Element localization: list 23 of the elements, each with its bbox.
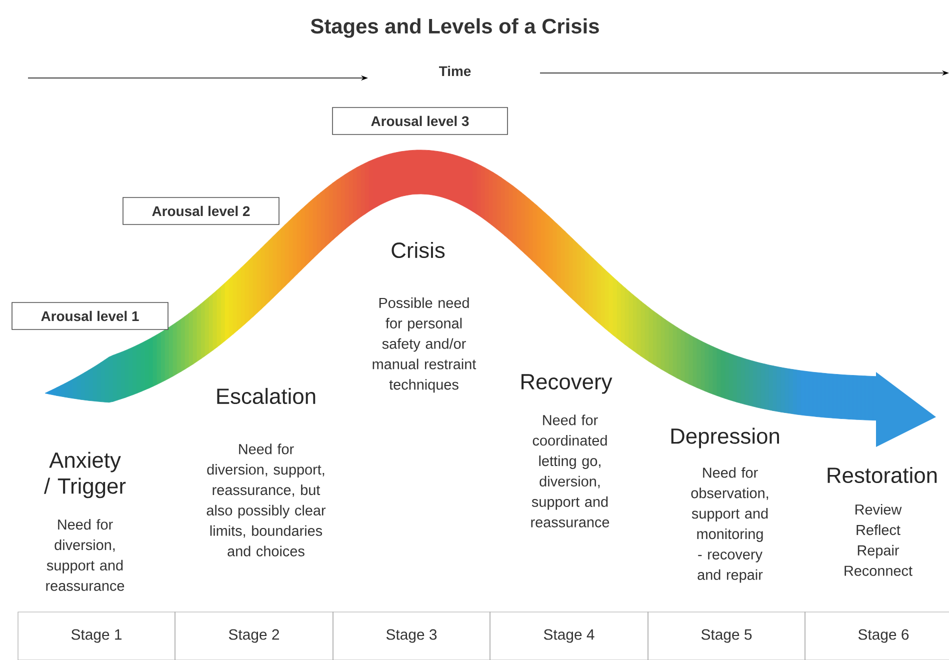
table-cell: Stage 2	[174, 612, 334, 660]
axis-label: Time	[439, 66, 471, 76]
table-cell: Stage 5	[648, 612, 806, 660]
stage-description: Need for coordinated letting go, diversion, support and reassurance	[531, 414, 610, 528]
level-box: Arousal level 1	[12, 302, 168, 330]
stage-heading: Recovery	[522, 374, 612, 394]
stage-heading: Anxiety / Trigger	[44, 452, 126, 498]
stage-description: Possible need for personal safety and/or manual restraint techniques	[372, 297, 476, 393]
stage-heading: Depression	[671, 428, 779, 448]
stage-heading: Crisis	[392, 242, 445, 258]
stage-description: Review Reflect Repair Reconnect	[844, 504, 912, 576]
level-box: Arousal level 3	[332, 107, 508, 135]
table-cell: Stage 3	[332, 612, 490, 660]
table-cell: Stage 1	[18, 612, 176, 660]
stage-description: Need for diversion, support and reassurance	[46, 519, 124, 591]
level-box: Arousal level 2	[122, 197, 280, 225]
table-cell: Stage 4	[490, 612, 648, 660]
stage-description: Need for diversion, support, reassurance, but also possibly clear limits, boundaries and choices	[206, 444, 326, 556]
stage-heading: Escalation	[217, 388, 316, 404]
stage-description: Need for observation, support and monitoring - recovery and repair	[691, 467, 768, 583]
title: Stages and Levels of a Crisis	[310, 18, 599, 38]
table-cell: Stage 6	[804, 612, 949, 660]
stage-heading: Restoration	[828, 466, 937, 484]
